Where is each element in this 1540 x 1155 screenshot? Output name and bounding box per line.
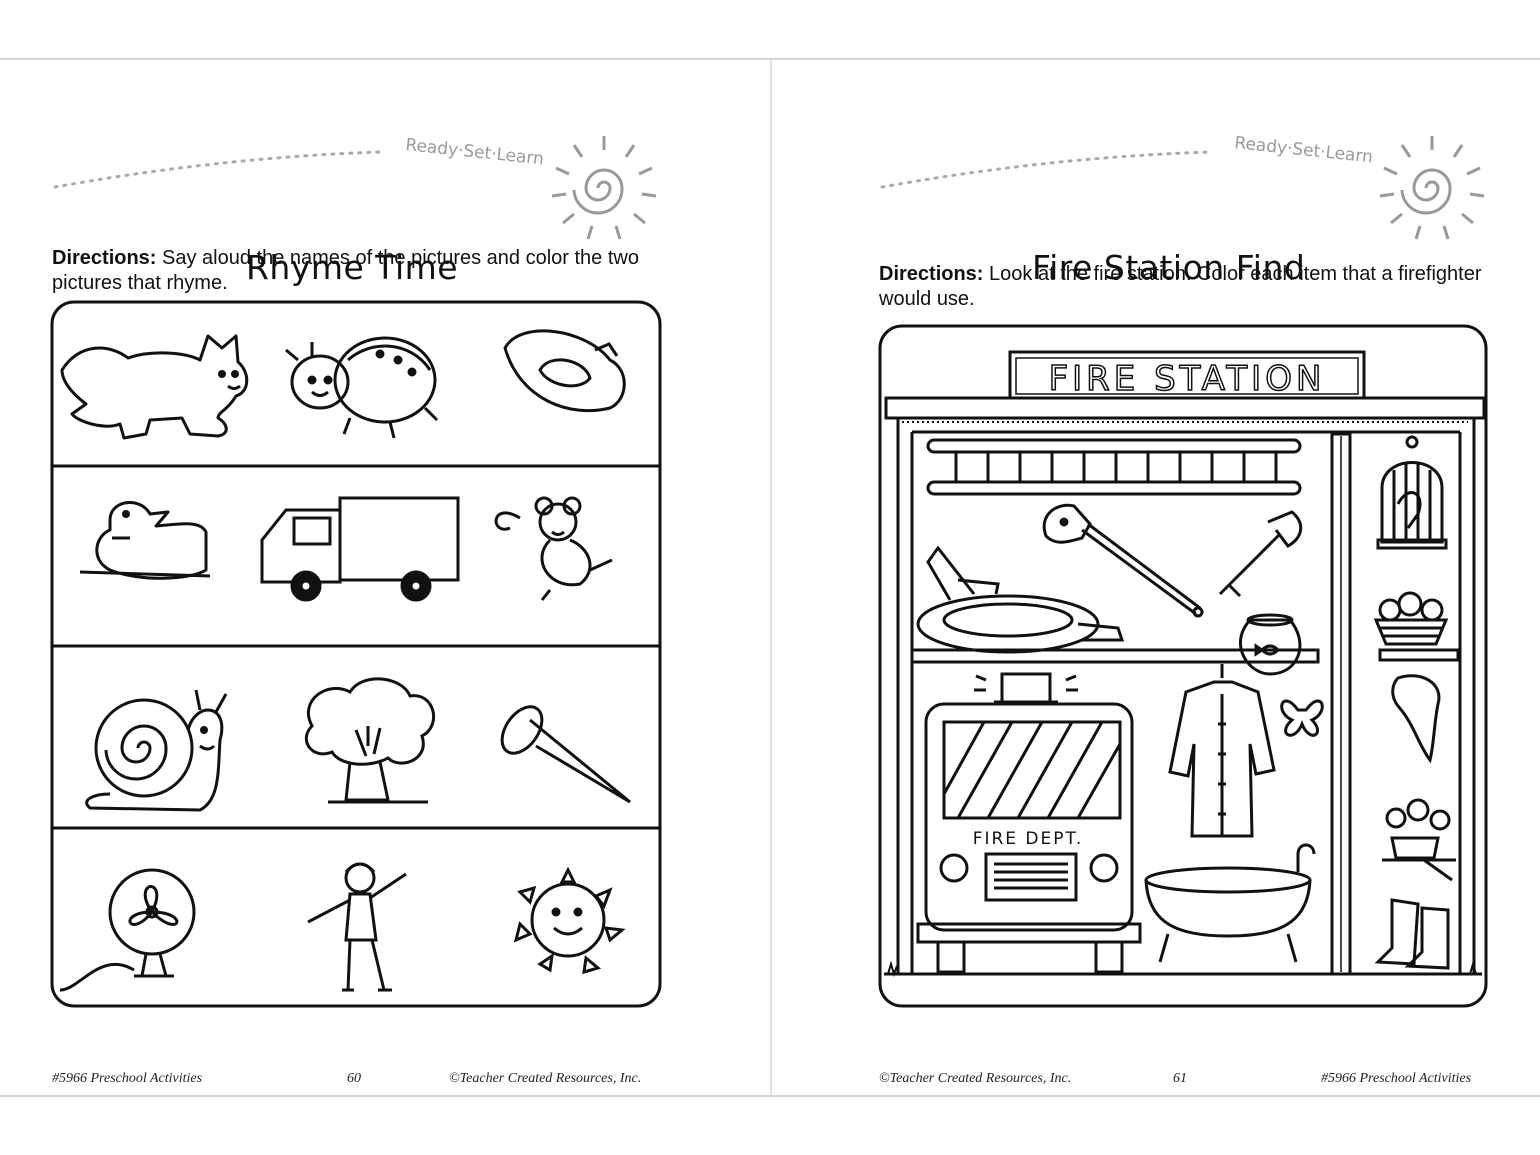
fire-station-scene: FIRE STATION [878,324,1488,1008]
boots-icon [1374,898,1450,970]
footer-left-text: ©Teacher Created Resources, Inc. [879,1071,1072,1086]
fishbowl-icon [1238,613,1302,676]
directions: Directions: Say aloud the names of the p… [52,246,672,296]
flower-pot-icon [1382,798,1456,882]
cat-icon [60,334,249,440]
ready-set-learn-header-art: Ready·Set·Learn [880,133,1485,240]
fire-truck-icon: FIRE DEPT. [916,702,1142,974]
ladder-icon [926,438,1302,496]
directions-text: Say aloud the names of the pictures and … [52,247,639,294]
butterfly-icon [1280,699,1324,737]
book-spine [770,60,772,1095]
fruit-basket-icon [1373,591,1449,646]
page-left: Ready·Set·Learn Rhyme Time Directions: S… [0,60,768,1095]
directions-label: Directions: [52,247,157,269]
duck-icon [79,501,211,580]
boy-icon [307,862,407,992]
truck-icon [260,496,460,602]
fan-icon [59,868,196,992]
brand-wordmark: Ready·Set·Learn [1233,133,1373,167]
directions-text: Look at the fire station. Color each ite… [879,263,1482,310]
siren-light-icon [974,672,1078,704]
sun-logo-icon [551,136,657,240]
snail-icon [85,689,228,812]
fire-station-sign: FIRE STATION [1008,350,1366,402]
hat-icon [1391,674,1441,764]
truck-text: FIRE DEPT. [973,829,1084,849]
hobby-horse-icon [1042,503,1204,618]
footer-right-text: ©Teacher Created Resources, Inc. [449,1071,642,1086]
sign-text: FIRE STATION [1049,359,1326,399]
ready-set-learn-header-art: Ready·Set·Learn [53,135,657,240]
page-title: Rhyme Time [246,248,459,287]
tree-icon [305,677,436,804]
footer-left-text: #5966 Preschool Activities [52,1071,203,1086]
page-number: 61 [1173,1071,1187,1086]
page-number: 60 [347,1071,361,1086]
fire-hose-icon [916,545,1125,654]
rhyme-grid [50,300,662,1008]
birdcage-icon [1376,435,1448,550]
hat-icon [503,329,626,413]
bathtub-icon [1144,843,1316,963]
page-right: Ready·Set·Learn Fire Station Find Direct… [772,60,1540,1095]
fire-coat-icon [1168,664,1276,838]
page-title: Fire Station Find [1032,248,1306,287]
sun-icon [513,866,626,975]
nail-icon [500,705,631,804]
sun-logo-icon [1379,136,1485,240]
footer-right-text: #5966 Preschool Activities [1321,1071,1472,1086]
bug-icon [285,336,439,439]
mouse-icon [494,496,613,601]
axe-icon [1218,510,1303,598]
directions: Directions: Look at the fire station. Co… [879,262,1489,312]
directions-label: Directions: [879,263,984,285]
brand-wordmark: Ready·Set·Learn [404,135,544,169]
spread-bottom-edge [0,1095,1540,1097]
spread-top-edge [0,58,1540,60]
